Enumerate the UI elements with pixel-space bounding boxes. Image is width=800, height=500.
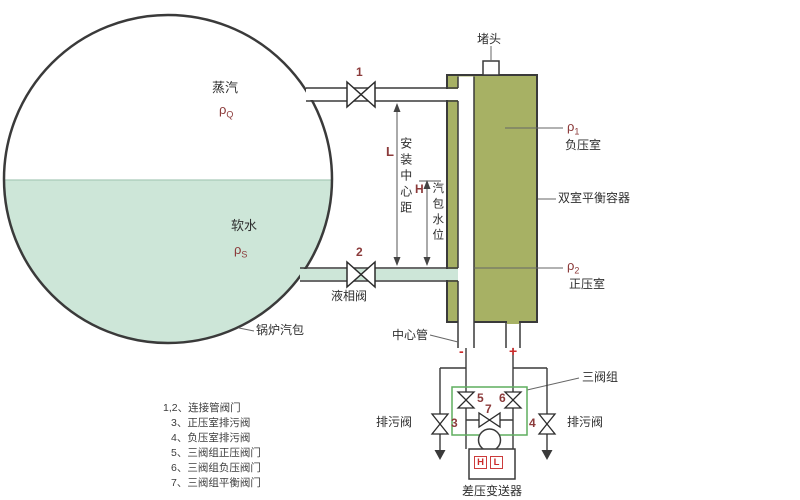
rho-symbol: ρ	[567, 258, 575, 273]
plug-label: 堵头	[477, 32, 502, 46]
valve-4-number: 4	[529, 416, 536, 430]
leader-three-valve-group	[526, 377, 580, 391]
impulse-piping	[439, 348, 548, 451]
drain-arrow-left	[434, 450, 446, 460]
dimension-line-L	[393, 103, 401, 266]
transmitter-high-port: H	[474, 456, 487, 469]
valve-7-number: 7	[485, 402, 492, 416]
rho-symbol: ρ	[234, 242, 242, 257]
leader-drum-name	[238, 327, 255, 332]
valve-1-symbol	[346, 80, 376, 109]
positive-chamber-label: 正压室	[569, 277, 606, 291]
center-tube	[458, 76, 474, 348]
drum-level-caption: 汽包水位	[431, 182, 444, 244]
valve-6-symbol	[503, 391, 523, 409]
blowdown-valve-left-label: 排污阀	[376, 415, 413, 429]
dimension-H-label: H	[415, 182, 424, 196]
negative-chamber-label: 负压室	[565, 138, 602, 152]
minus-sign: -	[459, 343, 464, 359]
steam-pipe-walls	[306, 87, 458, 102]
legend-item-1: 1,2、连接管阀门	[163, 402, 241, 414]
positive-tube-walls	[505, 322, 521, 348]
blowdown-valve-right-label: 排污阀	[567, 415, 604, 429]
rho-subscript: 2	[574, 265, 580, 276]
vessel-name-label: 双室平衡容器	[558, 191, 631, 205]
plus-sign: +	[509, 343, 518, 359]
transmitter-label: 差压变送器	[462, 484, 523, 498]
legend-item-6: 7、三阀组平衡阀门	[171, 477, 261, 489]
steam-pipe	[306, 89, 458, 100]
legend-item-5: 6、三阀组负压阀门	[171, 462, 261, 474]
liquid-valve-label: 液相阀	[331, 289, 368, 303]
legend-item-3: 4、负压室排污阀	[171, 432, 251, 444]
drum-name-label: 锅炉汽包	[256, 323, 305, 337]
rho-subscript: Q	[226, 109, 234, 120]
rho-subscript: 1	[574, 126, 580, 137]
valve-3-symbol	[430, 413, 450, 435]
positive-tube-mouth	[507, 320, 519, 324]
transmitter-low-port: L	[490, 456, 503, 469]
water-zone-label: 软水	[231, 218, 258, 233]
drum-outline	[2, 13, 334, 345]
rho2-label: ρ2	[567, 258, 580, 276]
valve-7-symbol	[478, 411, 501, 429]
valve-5-symbol	[456, 391, 476, 409]
valve-1-number: 1	[356, 65, 363, 79]
legend-item-4: 5、三阀组正压阀门	[171, 447, 261, 459]
plug	[482, 60, 500, 76]
valve-4-symbol	[537, 413, 557, 435]
valve-5-number: 5	[477, 391, 484, 405]
steam-density-label: ρQ	[219, 102, 234, 120]
water-pipe	[300, 269, 458, 280]
steam-zone-label: 蒸汽	[212, 80, 239, 95]
leader-center-tube	[429, 334, 459, 343]
drain-arrow-right	[541, 450, 553, 460]
valve-3-number: 3	[451, 416, 458, 430]
rho-symbol: ρ	[567, 119, 575, 134]
water-pipe-walls	[300, 267, 458, 282]
three-valve-group-label: 三阀组	[582, 370, 619, 384]
rho-symbol: ρ	[219, 102, 227, 117]
rho1-label: ρ1	[567, 119, 580, 137]
rho-subscript: S	[241, 249, 248, 260]
center-tube-walls	[457, 76, 475, 348]
dimension-L-label: L	[386, 144, 394, 159]
positive-tube	[507, 324, 519, 348]
center-tube-label: 中心管	[392, 328, 429, 342]
valve-2-number: 2	[356, 245, 363, 259]
legend-item-2: 3、正压室排污阀	[171, 417, 251, 429]
valve-6-number: 6	[499, 391, 506, 405]
valve-2-symbol	[346, 260, 376, 289]
transmitter-head	[477, 428, 502, 452]
dimension-line-H	[419, 180, 441, 266]
water-density-label: ρS	[234, 242, 248, 260]
install-distance-caption: 安装中心距	[398, 137, 413, 217]
